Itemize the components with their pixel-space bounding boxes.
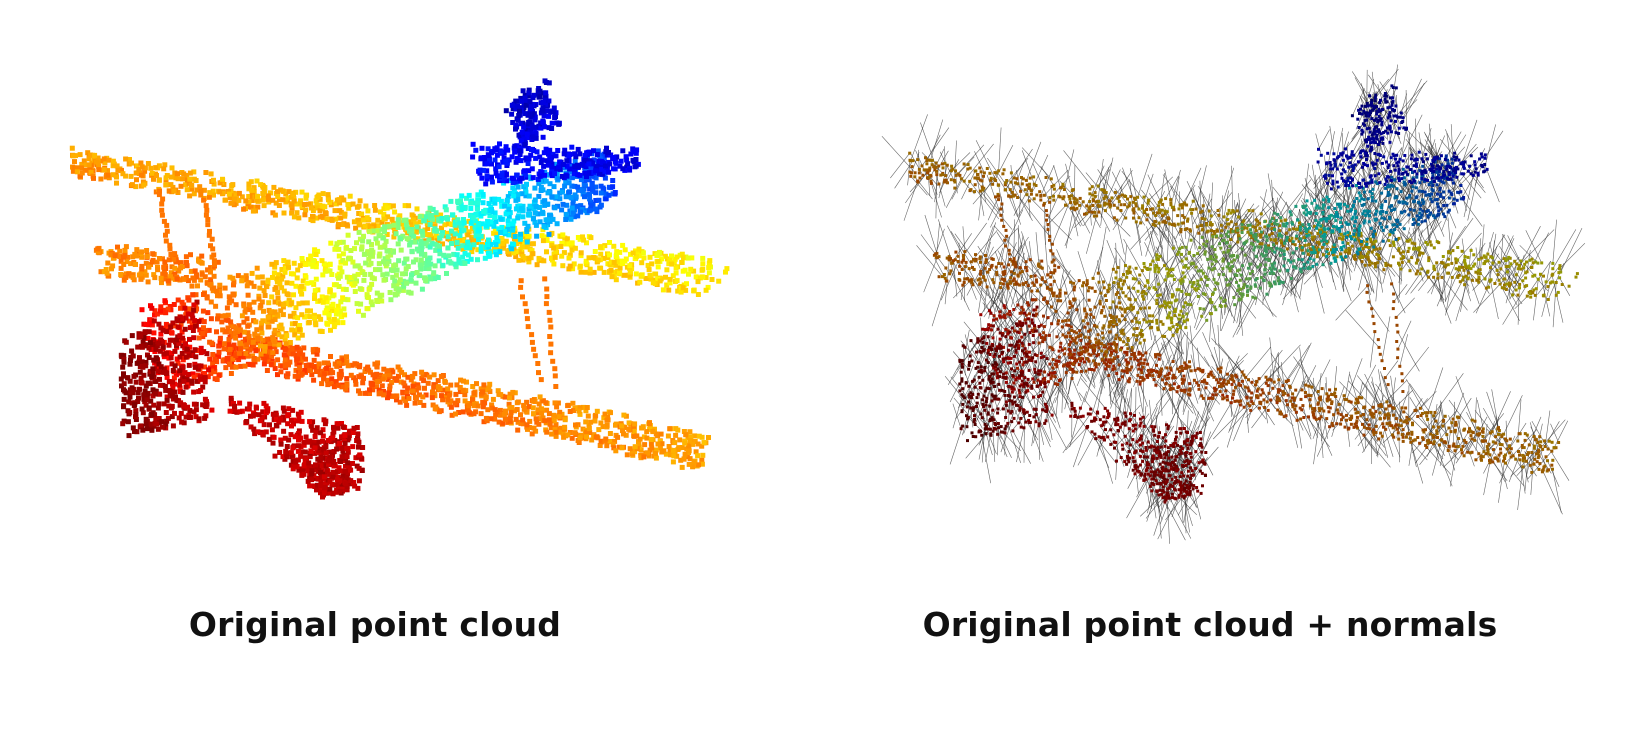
point-cloud-points	[69, 78, 730, 500]
caption-point-cloud-normals: Original point cloud + normals	[922, 605, 1498, 644]
panel-point-cloud-with-normals: Original point cloud + normals	[821, 0, 1642, 743]
airplane-point-cloud-render	[69, 78, 730, 500]
point-cloud-points-dark	[908, 84, 1579, 504]
caption-original-point-cloud: Original point cloud	[188, 605, 562, 644]
airplane-point-cloud-normals-render	[881, 64, 1586, 544]
panel-original-point-cloud: Original point cloud	[69, 78, 730, 644]
